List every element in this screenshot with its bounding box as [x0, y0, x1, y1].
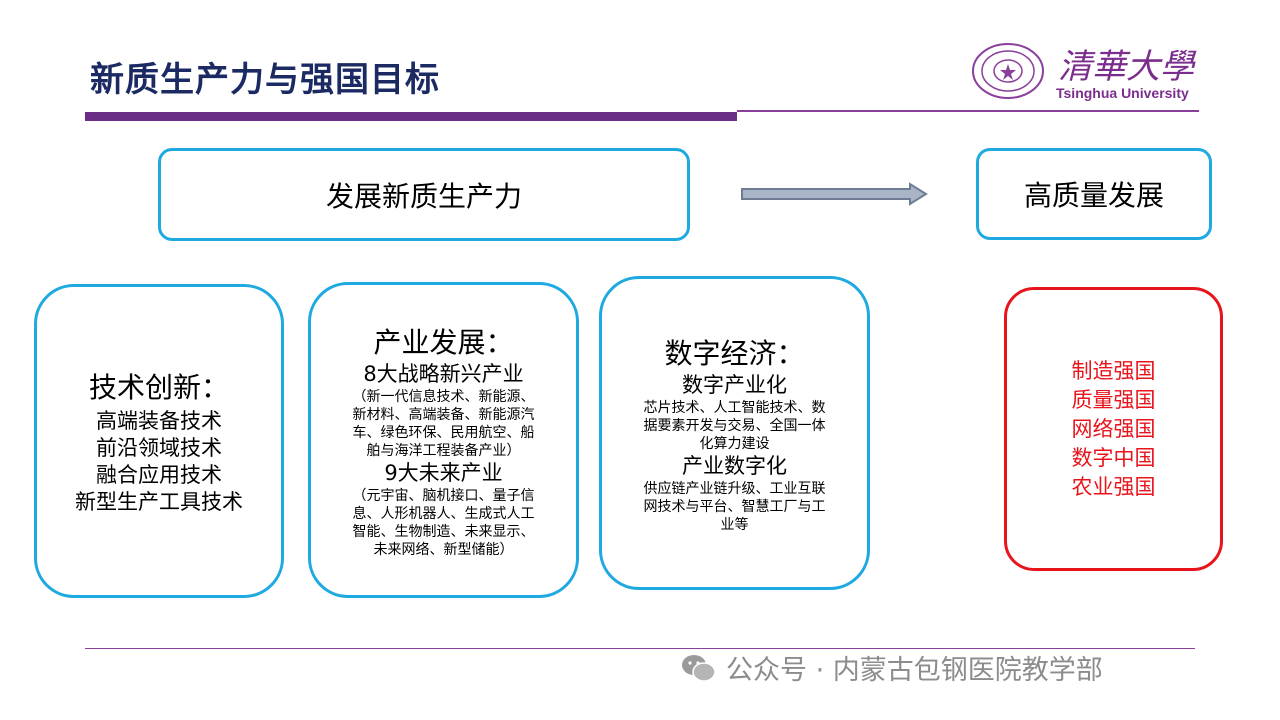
footer-divider — [85, 648, 1195, 649]
goal-item: 农业强国 — [1071, 474, 1156, 499]
tech-item: 融合应用技术 — [96, 463, 222, 487]
tsinghua-seal-icon: 清華大學 Tsinghua University — [972, 43, 1197, 101]
digital-detail-line: 业等 — [720, 517, 749, 533]
title-underline-bar — [85, 112, 737, 121]
tech-item: 高端装备技术 — [96, 409, 222, 433]
industry-detail-line: 车、绿色环保、民用航空、船 — [352, 425, 535, 441]
svg-text:清華大學: 清華大學 — [1058, 47, 1197, 87]
tech-heading: 技术创新： — [88, 371, 229, 404]
box-label: 高质量发展 — [1023, 179, 1164, 212]
digital-detail-line: 据要素开发与交易、全国一体 — [643, 418, 826, 434]
industry-heading: 产业发展： — [373, 326, 514, 359]
industry-detail-line: （新一代信息技术、新能源、 — [352, 389, 535, 405]
industry-detail-line: （元宇宙、脑机接口、量子信 — [352, 488, 535, 504]
digital-heading: 数字经济： — [664, 337, 805, 370]
industry-sub-heading: 8大战略新兴产业 — [363, 362, 524, 386]
watermark-text: 公众号 · 内蒙古包钢医院教学部 — [726, 655, 1103, 686]
svg-text:Tsinghua University: Tsinghua University — [1056, 85, 1189, 101]
header-divider — [737, 110, 1199, 112]
tsinghua-logo: 清華大學 Tsinghua University — [970, 40, 1205, 102]
industry-detail-line: 舶与海洋工程装备产业） — [366, 443, 521, 459]
industry-detail-line: 息、人形机器人、生成式人工 — [352, 506, 535, 522]
goal-item: 质量强国 — [1071, 387, 1156, 412]
goal-item: 网络强国 — [1071, 416, 1156, 441]
industry-development-box: 产业发展： 8大战略新兴产业 （新一代信息技术、新能源、 新材料、高端装备、新能… — [308, 282, 579, 598]
tech-item: 前沿领域技术 — [96, 436, 222, 460]
digital-detail-line: 化算力建设 — [699, 436, 770, 452]
industry-detail-line: 新材料、高端装备、新能源汽 — [352, 407, 535, 423]
right-arrow-icon — [741, 182, 928, 206]
watermark: 公众号 · 内蒙古包钢医院教学部 — [680, 648, 1103, 687]
digital-detail-line: 芯片技术、人工智能技术、数 — [643, 400, 826, 416]
goal-item: 数字中国 — [1071, 445, 1156, 470]
digital-detail-line: 网技术与平台、智慧工厂与工 — [643, 499, 826, 515]
national-goals-box: 制造强国 质量强国 网络强国 数字中国 农业强国 — [1004, 287, 1223, 571]
wechat-icon — [682, 654, 716, 682]
industry-detail-line: 未来网络、新型储能） — [373, 542, 514, 558]
slide-title: 新质生产力与强国目标 — [90, 60, 440, 100]
industry-detail-line: 智能、生物制造、未来显示、 — [352, 524, 535, 540]
tech-item: 新型生产工具技术 — [75, 490, 243, 514]
box-label: 发展新质生产力 — [325, 179, 522, 213]
digital-detail-line: 供应链产业链升级、工业互联 — [643, 481, 826, 497]
high-quality-development-box: 高质量发展 — [976, 148, 1212, 240]
industry-sub-heading: 9大未来产业 — [384, 461, 503, 485]
digital-economy-box: 数字经济： 数字产业化 芯片技术、人工智能技术、数 据要素开发与交易、全国一体 … — [599, 276, 870, 590]
develop-new-productivity-box: 发展新质生产力 — [158, 148, 690, 241]
goal-item: 制造强国 — [1071, 358, 1156, 383]
digital-sub-heading: 数字产业化 — [682, 373, 787, 397]
digital-sub-heading: 产业数字化 — [682, 454, 787, 478]
tech-innovation-box: 技术创新： 高端装备技术 前沿领域技术 融合应用技术 新型生产工具技术 — [34, 284, 284, 598]
